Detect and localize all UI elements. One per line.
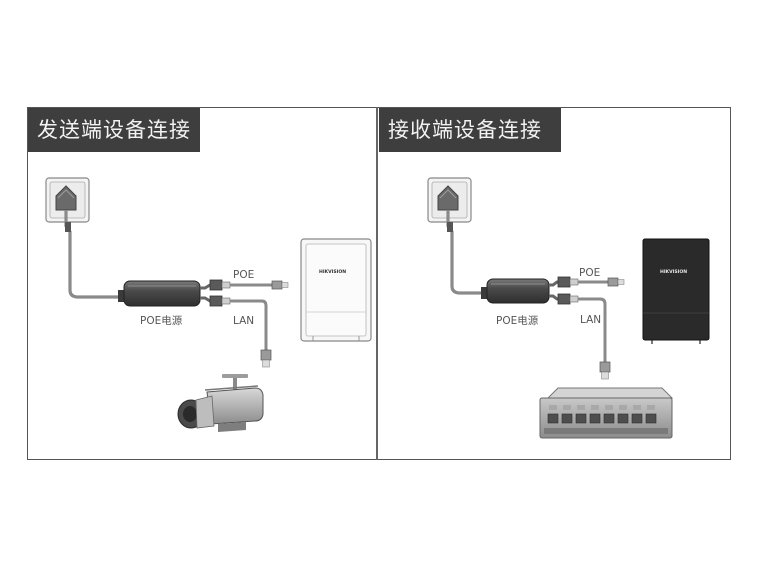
- poe-adapter-label: POE电源: [496, 314, 539, 327]
- network-switch-icon: [539, 387, 674, 439]
- cable-plug-left: [65, 222, 71, 232]
- panel-divider: [376, 107, 378, 460]
- rj45-connector-icon: [557, 293, 579, 305]
- power-cable: [64, 210, 120, 299]
- rj45-connector-icon: [599, 361, 611, 380]
- device-brand-label: HIKVISION: [319, 269, 346, 275]
- poe-adapter-icon: [118, 280, 201, 307]
- camera-icon: [177, 374, 264, 432]
- rj45-connector-icon: [209, 295, 231, 307]
- poe-label: POE: [579, 267, 600, 279]
- cable-plug-right: [447, 222, 453, 232]
- sender-panel-title: 发送端设备连接: [28, 108, 200, 152]
- wall-socket-icon: [45, 177, 90, 223]
- rj45-connector-icon: [557, 276, 579, 288]
- poe-adapter-label: POE电源: [140, 314, 183, 327]
- poe-label: POE: [233, 269, 254, 281]
- rj45-connector-icon: [260, 349, 272, 368]
- bridge-device-icon: HIKVISION: [642, 238, 710, 344]
- wall-socket-icon: [427, 177, 472, 223]
- bridge-device-icon: HIKVISION: [300, 238, 372, 342]
- power-cable: [446, 210, 483, 295]
- lan-label: LAN: [233, 315, 254, 327]
- rj45-connector-icon: [209, 279, 231, 291]
- rj45-connector-icon: [271, 280, 289, 290]
- lan-label: LAN: [580, 314, 601, 326]
- rj45-connector-icon: [607, 277, 625, 287]
- device-brand-label: HIKVISION: [660, 269, 687, 275]
- poe-adapter-icon: [481, 278, 550, 304]
- receiver-panel-title: 接收端设备连接: [379, 108, 561, 152]
